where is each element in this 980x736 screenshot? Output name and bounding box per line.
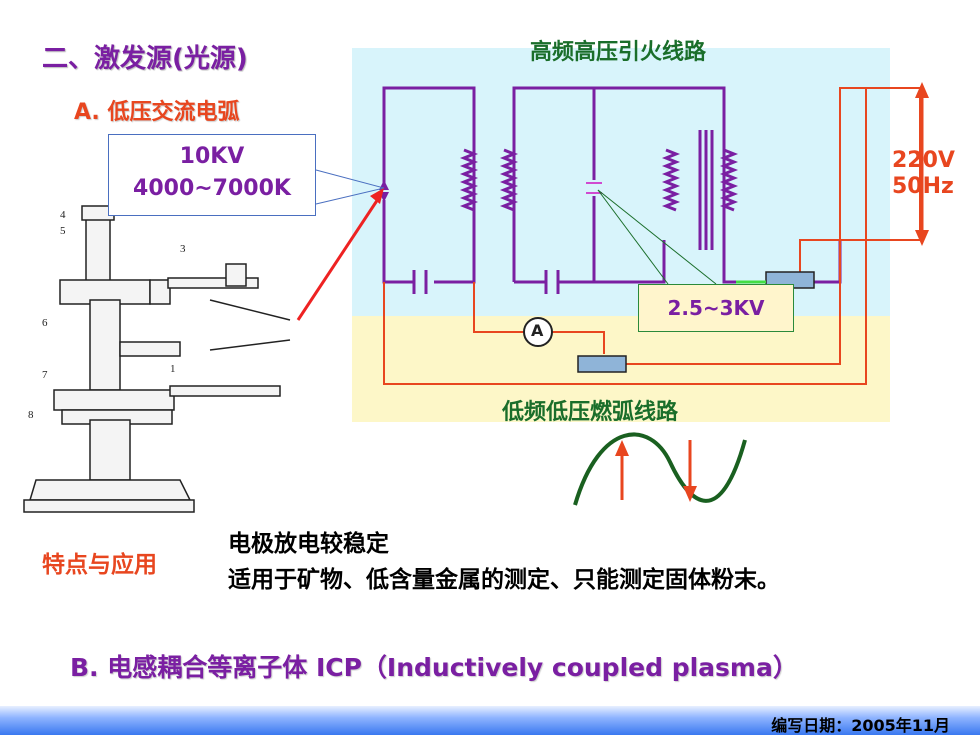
svg-text:6: 6 [42, 317, 48, 329]
voltage-arrow [915, 82, 929, 246]
kv-label-box: 2.5~3KV [638, 284, 794, 332]
callout-voltage: 10KV [179, 144, 245, 169]
hf-circuit-title: 高频高压引火线路 [530, 40, 707, 65]
svg-text:8: 8 [28, 409, 34, 421]
section-a-heading: A. 低压交流电弧 [74, 100, 240, 125]
section-b-heading: B. 电感耦合等离子体 ICP（Inductively coupled plas… [70, 653, 798, 682]
coils [459, 148, 739, 212]
callout-temperature: 4000~7000K [133, 176, 291, 201]
arc-stand-illustration [23, 205, 291, 513]
page-title: 二、激发源(光源) [42, 44, 248, 74]
frequency-value: 50Hz [892, 174, 954, 199]
ammeter-icon [523, 317, 553, 347]
svg-text:4: 4 [60, 209, 66, 221]
apparatus-numbers: 4 5 6 7 8 3 1 [28, 209, 186, 421]
callout-box: 10KV 4000~7000K [108, 134, 316, 216]
svg-text:7: 7 [42, 369, 48, 381]
voltage-value: 220V [892, 148, 955, 173]
lf-resistor [577, 355, 627, 373]
footer-bar [0, 706, 980, 735]
lf-circuit-title: 低频低压燃弧线路 [502, 400, 679, 425]
sine-wave [573, 432, 747, 506]
svg-text:3: 3 [180, 243, 186, 255]
feature-line-1: 电极放电较稳定 [228, 531, 389, 557]
features-label: 特点与应用 [42, 552, 157, 578]
ammeter-label: A [531, 321, 544, 340]
lf-wiring [383, 87, 921, 385]
feature-line-2: 适用于矿物、低含量金属的测定、只能测定固体粉末。 [228, 567, 780, 593]
current-arrows [615, 440, 697, 502]
footer-date: 编写日期：2005年11月 [771, 716, 950, 735]
svg-text:5: 5 [60, 225, 66, 237]
supply-voltage-label: 220V 50Hz [892, 148, 955, 200]
svg-text:1: 1 [170, 363, 176, 375]
